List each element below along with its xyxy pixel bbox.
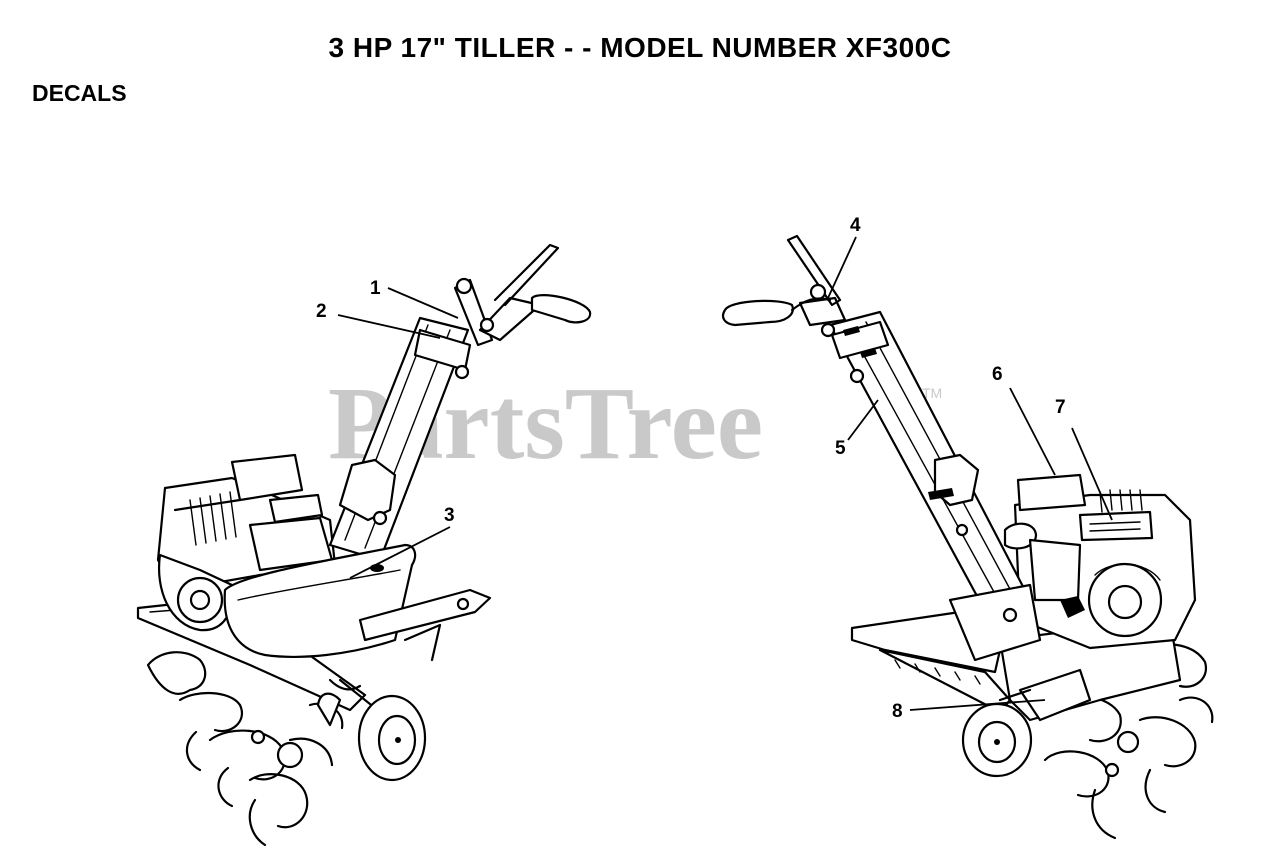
leader-line-8 <box>909 699 1046 711</box>
left-tiller-illustration <box>136 243 592 847</box>
callout-5: 5 <box>835 438 846 459</box>
callout-4: 4 <box>850 215 861 236</box>
right-handle <box>721 234 1032 622</box>
left-tines <box>146 651 344 847</box>
leader-line-4 <box>827 236 857 299</box>
callout-8: 8 <box>892 701 903 722</box>
callout-2: 2 <box>316 301 327 322</box>
leader-line-3 <box>349 526 451 579</box>
leader-line-5 <box>847 399 879 441</box>
leader-line-1 <box>387 287 459 319</box>
left-handle <box>328 243 592 562</box>
right-tines <box>1043 643 1214 840</box>
callout-7: 7 <box>1055 397 1066 418</box>
right-engine-decal-panel <box>1078 510 1154 542</box>
page-title: 3 HP 17" TILLER - - MODEL NUMBER XF300C <box>328 32 952 63</box>
callout-1: 1 <box>370 278 381 299</box>
right-engine <box>1003 473 1197 650</box>
callout-6: 6 <box>992 364 1003 385</box>
callouts: 1 2 3 4 5 6 7 8 <box>316 215 1113 722</box>
leader-line-7 <box>1071 427 1113 521</box>
left-transport-wheel <box>316 678 427 782</box>
leader-line-2 <box>337 314 441 339</box>
callout-3: 3 <box>444 505 455 526</box>
leader-line-6 <box>1009 387 1056 476</box>
watermark-trademark: TM <box>922 385 942 401</box>
right-tiller-illustration <box>721 234 1214 840</box>
right-transport-wheel <box>961 688 1033 778</box>
section-heading: DECALS <box>32 80 127 106</box>
